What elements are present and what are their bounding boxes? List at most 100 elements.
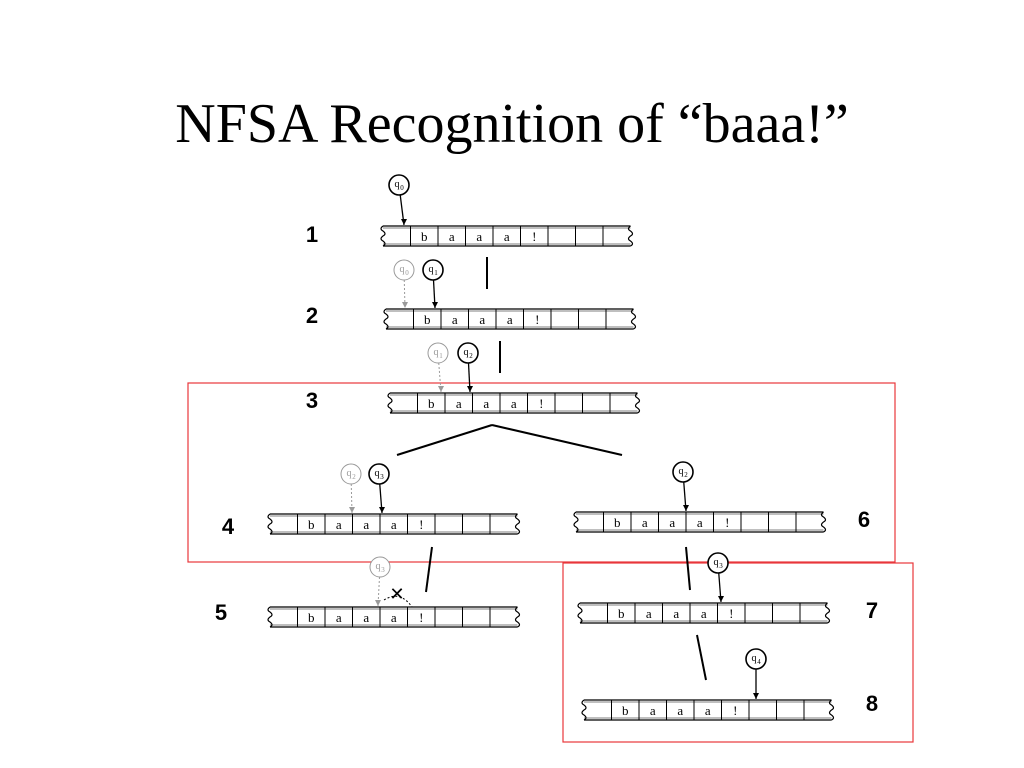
tape-1-cell-2: a <box>449 229 455 244</box>
tape-7-cell-4: a <box>701 606 707 621</box>
tape-3-cell-2: a <box>456 396 462 411</box>
tape-1-cell-3: a <box>476 229 482 244</box>
tape-6-cell-4: a <box>697 515 703 530</box>
tape-7-cell-2: a <box>646 606 652 621</box>
tape-4-cell-5: ! <box>419 517 423 532</box>
tape-6-cell-2: a <box>642 515 648 530</box>
svg-text:3: 3 <box>381 566 385 574</box>
step-number-7: 7 <box>866 598 878 623</box>
connector-3-6 <box>491 424 623 456</box>
svg-text:q: q <box>375 468 380 479</box>
tape-5-cell-1: b <box>308 610 315 625</box>
pointer-arrowhead-2 <box>402 302 408 308</box>
svg-text:q: q <box>434 347 439 358</box>
pointer-arrowhead-9 <box>375 600 381 606</box>
pointer-arrowhead-4 <box>438 386 444 392</box>
pointer-arrowhead-5 <box>467 386 473 392</box>
tape-8-cell-1: b <box>622 703 629 718</box>
tape-3-cell-5: ! <box>539 396 543 411</box>
step-number-2: 2 <box>306 303 318 328</box>
tape-6-cell-3: a <box>669 515 675 530</box>
svg-text:3: 3 <box>719 562 723 570</box>
connector-6-7 <box>685 546 691 591</box>
tape-1-cell-1: b <box>421 229 428 244</box>
tape-step-6: b a a a! <box>573 511 827 533</box>
svg-text:2: 2 <box>469 352 473 360</box>
tape-2-cell-2: a <box>452 312 458 327</box>
step-number-1: 1 <box>306 222 318 247</box>
reject-curve <box>383 595 413 608</box>
tape-8-cell-4: a <box>705 703 711 718</box>
svg-text:q: q <box>347 468 352 479</box>
tape-5-cell-2: a <box>336 610 342 625</box>
tape-7-cell-1: b <box>618 606 625 621</box>
tape-5-cell-4: a <box>391 610 397 625</box>
svg-text:2: 2 <box>684 471 688 479</box>
highlight-box-branch <box>187 382 896 563</box>
svg-text:q: q <box>752 653 757 664</box>
tape-6-cell-1: b <box>614 515 621 530</box>
pointer-arrowhead-3 <box>432 302 438 308</box>
tape-8-cell-2: a <box>650 703 656 718</box>
tape-1-cell-4: a <box>504 229 510 244</box>
pointer-arrowhead-8 <box>683 505 689 511</box>
pointer-arrowhead-6 <box>349 507 355 513</box>
tape-8-cell-3: a <box>677 703 683 718</box>
tape-6-cell-5: ! <box>725 515 729 530</box>
tape-4-cell-1: b <box>308 517 315 532</box>
svg-text:0: 0 <box>400 184 404 192</box>
tape-3-cell-4: a <box>511 396 517 411</box>
tape-step-7: b a a a! <box>577 602 831 624</box>
tape-5-cell-3: a <box>363 610 369 625</box>
connector-4-5 <box>425 546 433 593</box>
step-number-3: 3 <box>306 388 318 413</box>
pointer-arrow-2 <box>403 279 406 309</box>
svg-text:1: 1 <box>439 352 443 360</box>
svg-text:q: q <box>400 264 405 275</box>
pointer-arrowhead-11 <box>753 693 759 699</box>
tape-step-1: b a a a! <box>380 225 634 247</box>
connector-lines <box>396 257 707 681</box>
tape-7-cell-5: ! <box>729 606 733 621</box>
connector-3-4 <box>396 424 493 456</box>
tape-7-cell-3: a <box>673 606 679 621</box>
tape-1-cell-5: ! <box>532 229 536 244</box>
slide-title: NFSA Recognition of “baaa!” <box>175 93 849 155</box>
svg-text:q: q <box>679 466 684 477</box>
reject-x-mark: ✕ <box>389 584 404 605</box>
svg-text:q: q <box>395 179 400 190</box>
step-number-8: 8 <box>866 691 878 716</box>
tape-4-cell-2: a <box>336 517 342 532</box>
tape-2-cell-5: ! <box>535 312 539 327</box>
tape-2-cell-4: a <box>507 312 513 327</box>
tape-2-cell-3: a <box>479 312 485 327</box>
tape-4-cell-3: a <box>363 517 369 532</box>
pointer-arrowhead-7 <box>379 507 385 513</box>
pointer-arrowhead-10 <box>718 596 724 602</box>
svg-text:q: q <box>464 347 469 358</box>
svg-text:4: 4 <box>757 658 761 666</box>
tape-5-cell-5: ! <box>419 610 423 625</box>
svg-text:0: 0 <box>405 269 409 277</box>
tape-step-2: b a a a! <box>383 308 637 330</box>
svg-text:3: 3 <box>380 473 384 481</box>
tape-3-cell-3: a <box>483 396 489 411</box>
tape-2-cell-1: b <box>424 312 431 327</box>
svg-text:2: 2 <box>352 473 356 481</box>
svg-text:q: q <box>429 264 434 275</box>
step-number-5: 5 <box>215 600 227 625</box>
